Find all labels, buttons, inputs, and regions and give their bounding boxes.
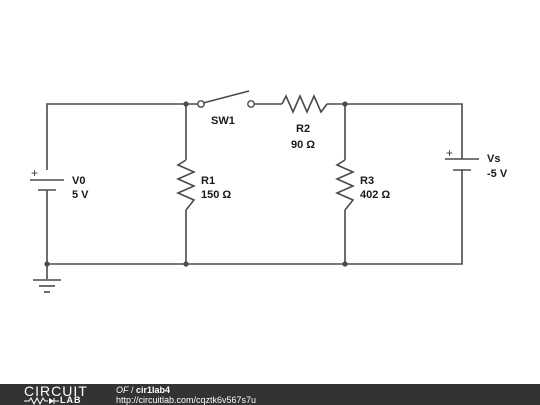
junction-r3-bottom (342, 261, 348, 267)
sw1-name-label: SW1 (211, 115, 235, 127)
circuit-owner[interactable]: OF (116, 385, 129, 395)
wire-bottom (46, 170, 463, 265)
resistor-r1-symbol (176, 159, 196, 211)
r3-name-label: R3 (360, 175, 374, 187)
battery-v0-symbol: + (30, 166, 64, 191)
battery-vs-symbol: + (445, 146, 479, 171)
v0-value-label: 5 V (72, 189, 89, 201)
circuitlab-logo[interactable]: CIRCUIT LAB (24, 384, 114, 405)
junction-r1-bottom (183, 261, 189, 267)
resistor-r2-symbol (281, 94, 328, 114)
ground-symbol (33, 264, 61, 293)
r3-value-label: 402 Ω (360, 189, 390, 201)
wire-top-left (46, 103, 201, 170)
logo-brand-bottom: LAB (60, 395, 82, 405)
circuit-diagram: + + V0 5 V R1 150 Ω (30, 90, 508, 293)
r1-value-label: 150 Ω (201, 189, 231, 201)
vs-plus-sign: + (446, 146, 453, 160)
junction-r3-top (342, 101, 348, 107)
r2-value-label: 90 Ω (291, 139, 315, 151)
circuit-title[interactable]: cir1lab4 (136, 385, 171, 395)
vs-name-label: Vs (487, 153, 500, 165)
wire-top-right (327, 103, 463, 159)
logo-brand-top: CIRCUIT (24, 383, 88, 399)
v0-name-label: V0 (72, 175, 85, 187)
logo-resistor-icon (24, 397, 59, 405)
switch-sw1-symbol (197, 90, 255, 108)
v0-plus-sign: + (31, 166, 38, 180)
owner-title-separator: / (128, 385, 137, 395)
resistor-r3-symbol (335, 159, 355, 211)
footer-title-line: OF / cir1lab4 (116, 385, 170, 395)
r2-name-label: R2 (296, 123, 310, 135)
junction-r1-top (183, 101, 189, 107)
footer-bar (0, 384, 540, 405)
footer-info: OF / cir1lab4 http://circuitlab.com/cqzt… (116, 384, 536, 405)
circuit-url-link[interactable]: http://circuitlab.com/cqztk6v567s7u (116, 395, 257, 405)
r1-name-label: R1 (201, 175, 215, 187)
vs-value-label: -5 V (487, 168, 508, 180)
